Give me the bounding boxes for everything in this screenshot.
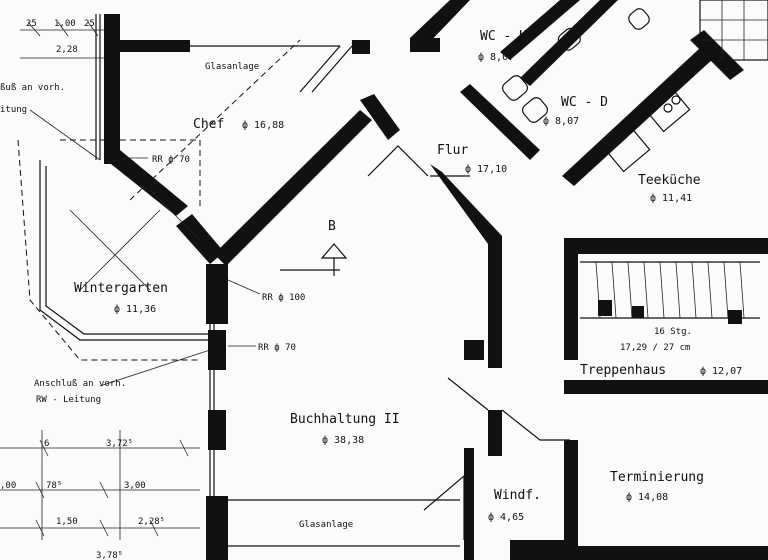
dim-top-100: 1,00 (54, 19, 76, 29)
room-wcd-name: WC - D (561, 95, 608, 110)
room-buchhaltung-area: ф 38,38 (322, 434, 364, 446)
label-anschluss-bottom-1: Anschluß an vorh. (34, 379, 126, 389)
dim-top-25-left: 25 (26, 19, 37, 29)
dim-3785: 3,78⁵ (96, 551, 123, 560)
room-treppenhaus-name: Treppenhaus (580, 363, 666, 378)
label-rr70-mid: RR ф 70 (258, 343, 296, 353)
label-stair-dims: 17,29 / 27 cm (620, 343, 690, 353)
room-terminierung-name: Terminierung (610, 470, 704, 485)
dim-150: 1,50 (56, 517, 78, 527)
room-buchhaltung-name: Buchhaltung II (290, 412, 400, 427)
room-windf-area: ф 4,65 (488, 511, 524, 523)
room-wintergarten-name: Wintergarten (74, 281, 168, 296)
room-wcd-area: ф 8,07 (543, 115, 579, 127)
dim-3725: 3,72⁵ (106, 439, 133, 449)
dim-2285: 2,28⁵ (138, 517, 165, 527)
dimension-lines (0, 21, 200, 540)
label-anschluss-top-2: itung (0, 105, 27, 115)
dim-6: 6 (44, 439, 49, 449)
room-flur-area: ф 17,10 (465, 163, 507, 175)
room-wintergarten-area: ф 11,36 (114, 303, 156, 315)
thin-lines (17, 14, 570, 560)
room-teekueche-area: ф 11,41 (650, 192, 692, 204)
dim-top-228: 2,28 (56, 45, 78, 55)
room-windf-name: Windf. (494, 488, 541, 503)
section-marker-label: B (328, 219, 336, 234)
label-anschluss-bottom-2: RW - Leitung (36, 395, 101, 405)
room-chef-name: Chef (193, 117, 224, 132)
label-rr100: RR ф 100 (262, 293, 305, 303)
label-glasanlage-bottom: Glasanlage (299, 520, 353, 530)
staircase (580, 261, 760, 324)
room-wch-name: WC - H (480, 29, 527, 44)
dim-300: 3,00 (124, 481, 146, 491)
room-flur-name: Flur (437, 143, 468, 158)
dim-00: ,00 (0, 481, 16, 491)
dim-785: 78⁵ (46, 481, 62, 491)
sanitary-fixtures (501, 0, 768, 173)
label-stair-count: 16 Stg. (654, 327, 692, 337)
room-treppenhaus-area: ф 12,07 (700, 365, 742, 377)
walls (104, 0, 768, 560)
room-chef-area: ф 16,88 (242, 119, 284, 131)
room-wch-area: ф 8,07 (478, 51, 514, 63)
room-teekueche-name: Teeküche (638, 173, 701, 188)
room-terminierung-area: ф 14,08 (626, 491, 668, 503)
label-rr70-top: RR ф 70 (152, 155, 190, 165)
label-anschluss-top-1: ßuß an vorh. (0, 83, 65, 93)
label-glasanlage-top: Glasanlage (205, 62, 259, 72)
dim-top-25-right: 25 (84, 19, 95, 29)
